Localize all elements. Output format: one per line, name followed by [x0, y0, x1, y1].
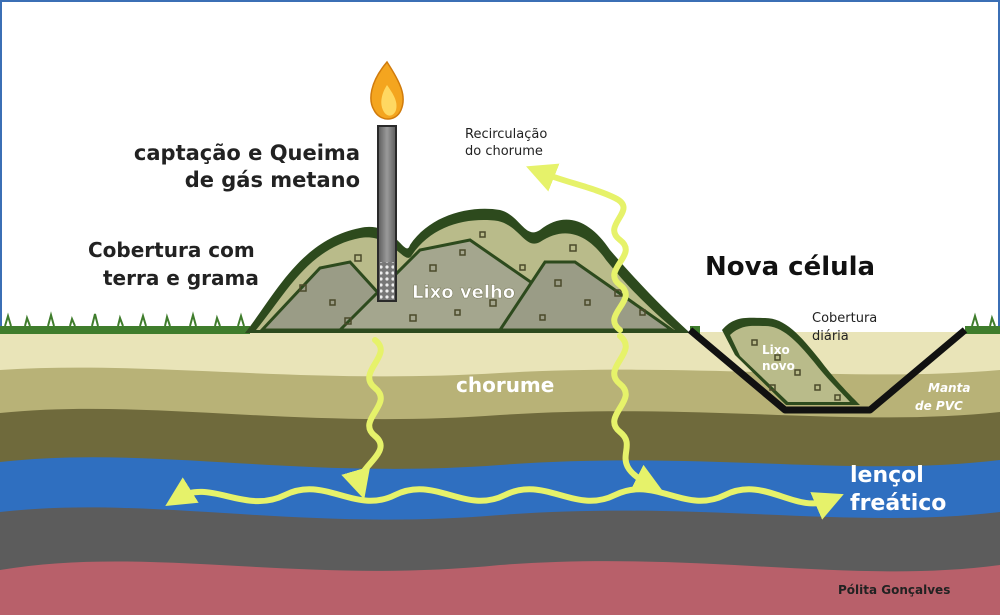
- liner-label-line1: Manta: [928, 381, 970, 395]
- liner-label-line2: de PVC: [915, 399, 963, 413]
- recirculation-arrow: [526, 163, 629, 333]
- layer-soil-dark: [0, 404, 1000, 469]
- flare-label-line1: captação e Queima: [134, 141, 360, 165]
- credit-label: Pólita Gonçalves: [838, 583, 950, 597]
- leachate-label: chorume: [456, 373, 554, 397]
- daily-cover-label-line2: diária: [812, 329, 849, 344]
- new-waste-label-line1: Lixo: [762, 343, 790, 357]
- groundwater-wave-arrow: [165, 477, 844, 520]
- new-cell-label: Nova célula: [705, 252, 875, 282]
- flame-icon: [370, 60, 404, 120]
- water-table-label-line2: freático: [850, 491, 946, 516]
- recirc-label-line2: do chorume: [465, 144, 543, 159]
- recirc-label-line1: Recirculação: [465, 127, 547, 142]
- leachate-arrow-left: [341, 337, 384, 500]
- leachate-arrow-right: [611, 333, 664, 492]
- new-cell-pit: [687, 317, 968, 414]
- cover-label-line2: terra e grama: [103, 266, 259, 290]
- gas-pipe: [377, 125, 397, 302]
- daily-cover-label-line1: Cobertura: [812, 311, 877, 326]
- old-landfill-mound: [245, 208, 690, 333]
- flare-label-line2: de gás metano: [185, 168, 360, 192]
- water-table-label-line1: lençol: [850, 463, 924, 488]
- flow-arrows: [165, 163, 844, 520]
- old-waste-label: Lixo velho: [412, 282, 515, 303]
- new-waste-label-line2: novo: [762, 359, 795, 373]
- cover-label-line1: Cobertura com: [88, 238, 255, 262]
- grass: [0, 311, 1000, 334]
